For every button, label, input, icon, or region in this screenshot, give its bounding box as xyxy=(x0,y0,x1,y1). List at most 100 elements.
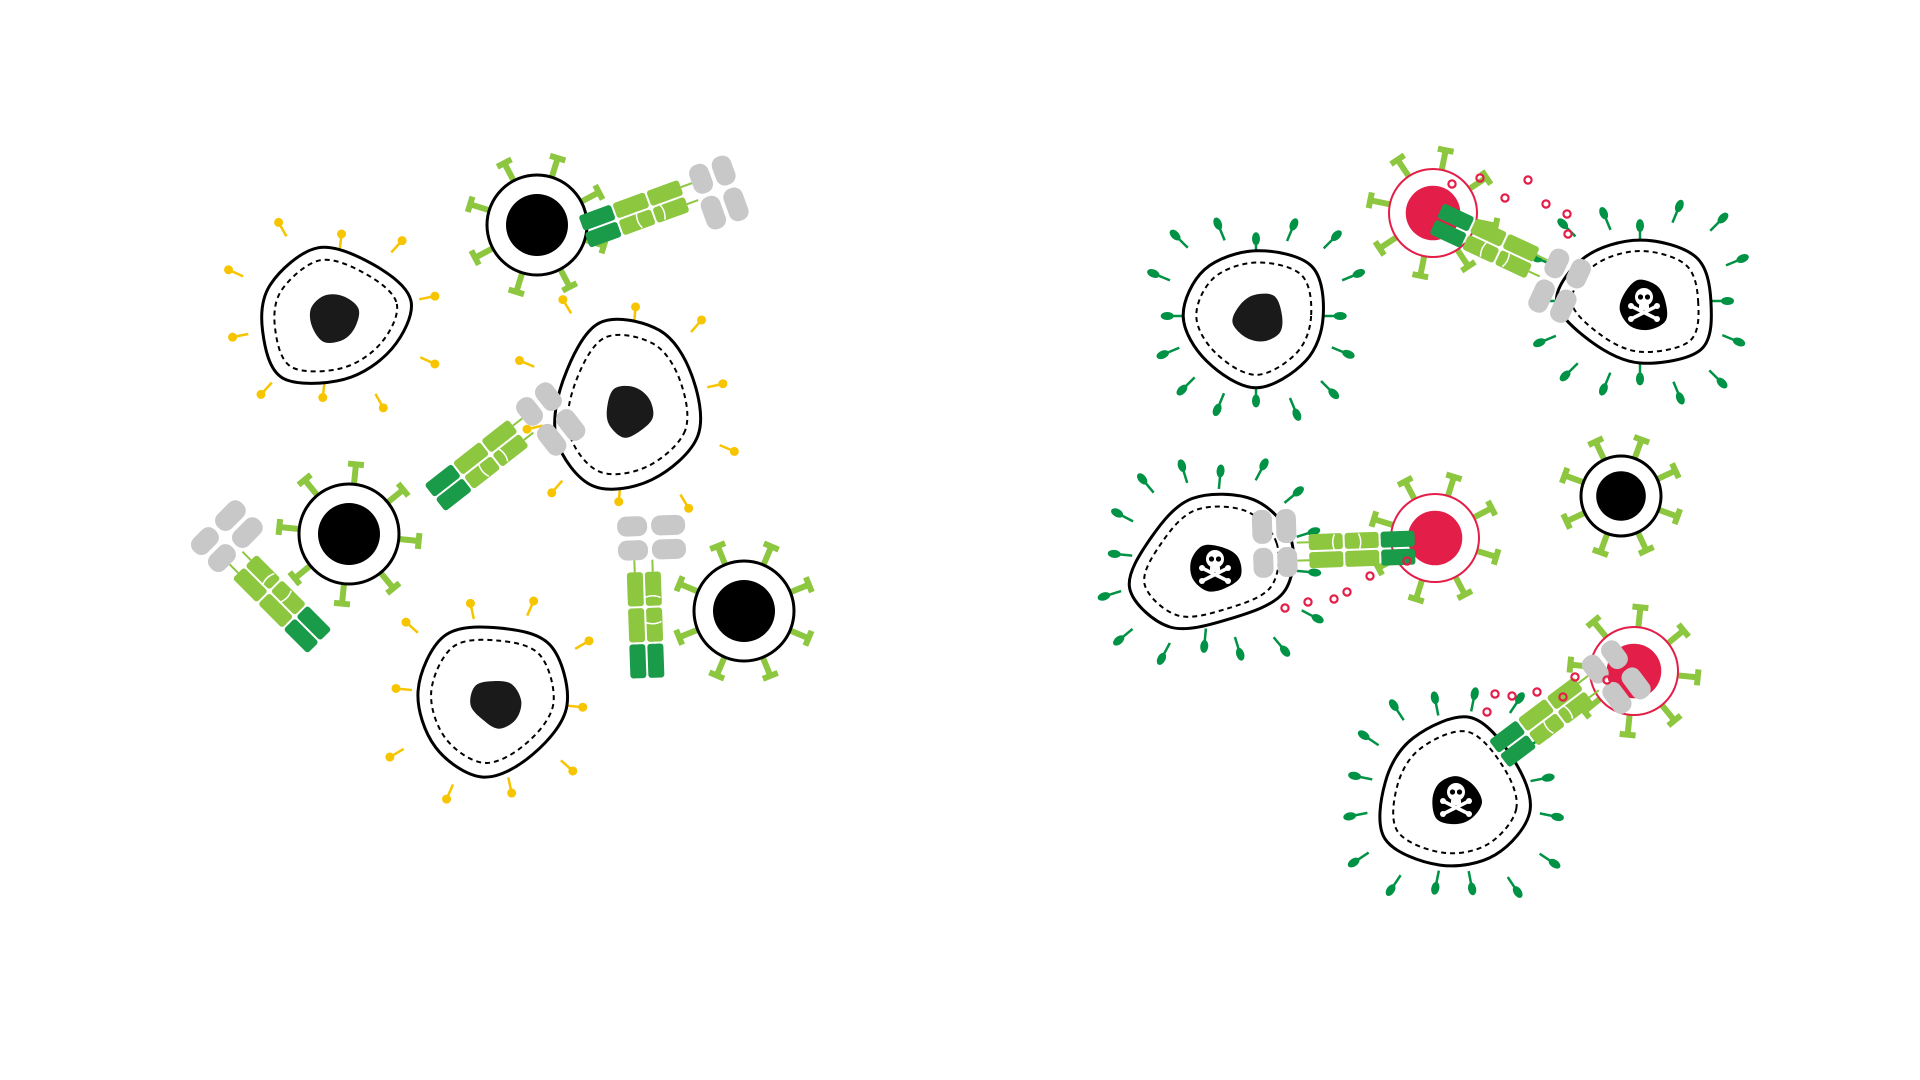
antibody-fab-domain xyxy=(1503,234,1539,262)
antigen-knob xyxy=(401,617,411,627)
antibody-fc-domain xyxy=(516,397,544,426)
tcr-receptor-head xyxy=(1445,471,1463,483)
tcr-receptor-head xyxy=(1456,588,1474,601)
cytotoxic-granule xyxy=(1402,556,1412,566)
antigen-knob xyxy=(578,702,588,712)
antibody-hinge xyxy=(512,417,523,427)
antigen-knob xyxy=(1176,384,1188,396)
bispecific-antibody-engaged xyxy=(1490,640,1651,767)
antibody-fab-domain xyxy=(1490,721,1525,753)
tcr-receptor-head xyxy=(1411,271,1429,281)
antigen-knob xyxy=(1357,730,1370,741)
antibody-fab-domain xyxy=(297,606,331,640)
antibody-disulfide xyxy=(261,572,292,604)
target-cell xyxy=(224,217,440,413)
antibody-linker xyxy=(1531,738,1534,742)
cytotoxic-granule xyxy=(1500,193,1510,203)
cell-inner-membrane xyxy=(566,333,689,476)
antibody-fc-domain xyxy=(1601,640,1628,670)
antibody-fc-domain xyxy=(617,540,649,561)
target-cell xyxy=(385,596,594,804)
tcr-receptor xyxy=(714,545,729,568)
antigen-knob xyxy=(1430,691,1439,705)
cytotoxic-granule xyxy=(1490,689,1500,699)
tcr-receptor xyxy=(1655,506,1679,520)
tcr-receptor-head xyxy=(1560,512,1573,530)
tcr-receptor-head xyxy=(1490,548,1502,566)
t-cell xyxy=(464,152,610,298)
antigen-knob xyxy=(729,446,739,456)
tcr-receptor xyxy=(678,580,701,596)
antibody-fab-domain xyxy=(629,644,647,679)
antibody-fab-domain xyxy=(284,619,318,653)
cell-inner-membrane xyxy=(1143,505,1280,618)
antibody-fc-domain xyxy=(1251,509,1273,544)
antigen-knob xyxy=(1252,232,1260,246)
antibody-hinge xyxy=(523,431,534,441)
tcr-receptor-head xyxy=(1407,593,1425,605)
tcr-receptor xyxy=(1597,530,1611,554)
antigen-knob xyxy=(558,295,568,305)
cytotoxic-granules xyxy=(1280,556,1412,613)
tcr-receptor-head xyxy=(1633,434,1651,446)
tcr-receptor-head xyxy=(414,532,423,550)
tcr-receptor-head xyxy=(507,286,525,298)
cytotoxic-granule xyxy=(1303,597,1313,607)
bispecific-antibody xyxy=(617,514,686,679)
nucleus xyxy=(1232,293,1283,342)
antibody-fab-domain xyxy=(628,608,646,643)
tcr-receptor xyxy=(1591,619,1610,641)
tcr-receptor xyxy=(384,487,406,506)
tcell-nucleus xyxy=(713,580,775,642)
cell-inner-membrane xyxy=(273,258,399,373)
tcr-receptor-head xyxy=(803,576,815,594)
antibody-fc-domain xyxy=(207,544,236,573)
tcr-receptor xyxy=(1635,607,1644,630)
antigen-knob xyxy=(1111,508,1124,518)
antibody-linker xyxy=(466,482,470,486)
tcell-nucleus xyxy=(1596,471,1646,521)
antigen-knob xyxy=(1147,269,1160,278)
antibody-hinge xyxy=(1528,270,1541,278)
antigen-knob xyxy=(378,403,388,413)
antigen-knob xyxy=(684,503,694,513)
antigen-knob xyxy=(1732,337,1746,347)
tcr-receptor-head xyxy=(464,195,476,213)
antibody-linker xyxy=(612,210,616,213)
antibody-fab-domain xyxy=(246,555,280,589)
antigen-knob xyxy=(397,236,407,246)
antigen-knob xyxy=(465,598,475,608)
antibody-hinge xyxy=(241,550,252,561)
antibody-fc-domain xyxy=(651,538,686,560)
antigen-knob xyxy=(391,683,401,693)
antibody-fc-domain xyxy=(1581,654,1609,684)
antibody-linker xyxy=(455,468,459,471)
tcr-receptor xyxy=(350,464,359,487)
antibody-fc-region xyxy=(617,514,686,561)
skull-crossbones-icon xyxy=(1199,550,1231,584)
antibody-fab-domain xyxy=(1462,235,1499,263)
antibody-fc-domain xyxy=(1253,547,1274,578)
antigen-knob xyxy=(1289,218,1299,231)
antigen-knob xyxy=(1559,370,1571,382)
cytotoxic-granule xyxy=(1342,587,1352,597)
antibody-fab-domain xyxy=(1309,551,1344,569)
bispecific-antibody-engaged xyxy=(1251,509,1416,578)
antibody-hinge xyxy=(1536,254,1548,262)
antigen-knob xyxy=(547,488,557,498)
tcr-receptor xyxy=(377,569,396,591)
tcr-receptor-head xyxy=(592,183,606,201)
antibody-fab-domain xyxy=(646,180,683,206)
tcr-receptor xyxy=(1582,695,1604,714)
antibody-fc-domain xyxy=(1550,289,1577,323)
antigen-knob xyxy=(1470,687,1479,701)
antigen-knob xyxy=(1347,857,1360,868)
antibody-disulfide xyxy=(643,594,662,625)
antibody-fab-domain xyxy=(1430,220,1466,248)
antibody-fab-domain xyxy=(1529,713,1565,745)
antibody-fab-domain xyxy=(1500,735,1536,767)
antigen-knob xyxy=(1551,812,1564,822)
antibody-fab-domain xyxy=(271,581,305,615)
antigen-knob xyxy=(1541,773,1555,782)
